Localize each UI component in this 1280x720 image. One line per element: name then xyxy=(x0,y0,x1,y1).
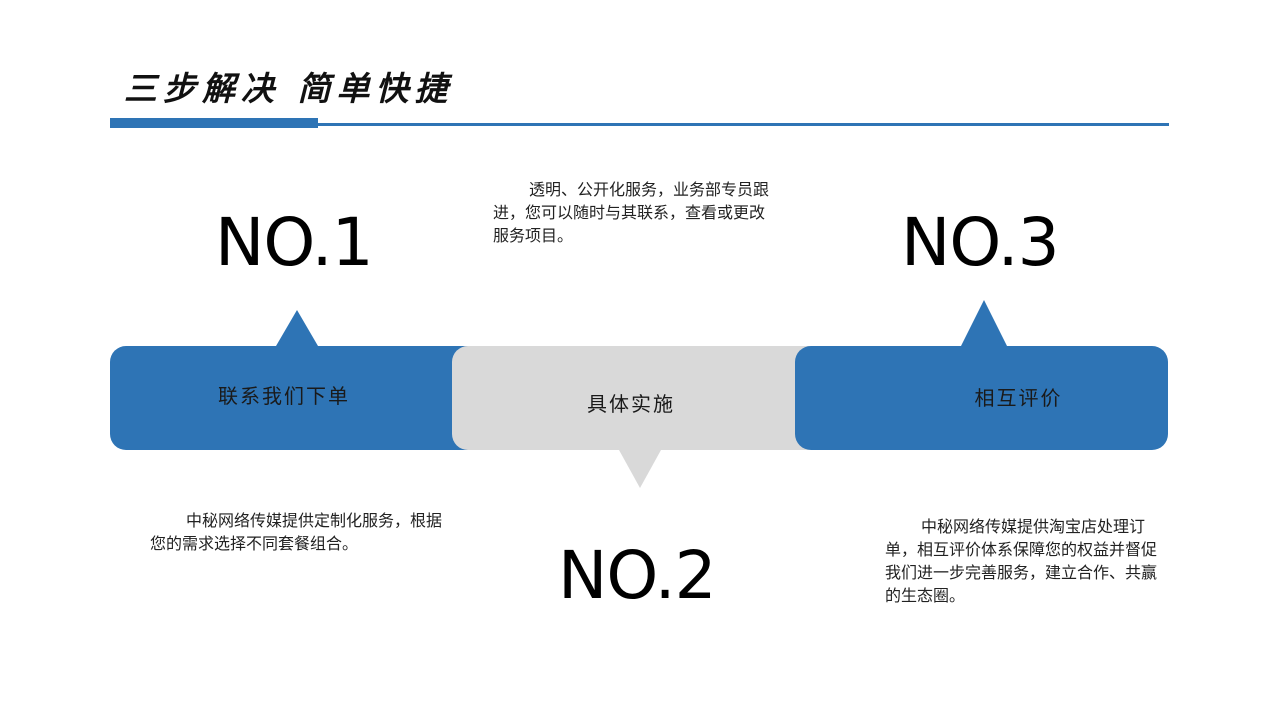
step-2-description: 透明、公开化服务，业务部专员跟进，您可以随时与其联系，查看或更改服务项目。 xyxy=(493,180,770,245)
step-2-label: 具体实施 xyxy=(587,391,675,416)
step-2-pointer xyxy=(619,450,661,488)
step-3-band: 相互评价 xyxy=(795,346,1168,450)
step-1-label: 联系我们下单 xyxy=(218,383,350,408)
step-3-number: NO.3 xyxy=(901,204,1060,281)
step-1-number: NO.1 xyxy=(215,204,374,281)
step-3-pointer xyxy=(961,300,1007,346)
step-1-description: 中秘网络传媒提供定制化服务，根据您的需求选择不同套餐组合。 xyxy=(150,511,443,553)
step-3-description: 中秘网络传媒提供淘宝店处理订单，相互评价体系保障您的权益并督促我们进一步完善服务… xyxy=(885,517,1158,605)
step-1-pointer xyxy=(276,310,318,346)
page-title: 三步解决 简单快捷 xyxy=(124,69,454,108)
title-underline xyxy=(318,123,1169,126)
step-3-label: 相互评价 xyxy=(974,385,1063,410)
step-1-band: 联系我们下单 xyxy=(110,346,470,450)
title-underline-accent xyxy=(110,118,318,128)
step-2-number: NO.2 xyxy=(558,537,717,614)
step-2-band: 具体实施 xyxy=(452,346,824,450)
